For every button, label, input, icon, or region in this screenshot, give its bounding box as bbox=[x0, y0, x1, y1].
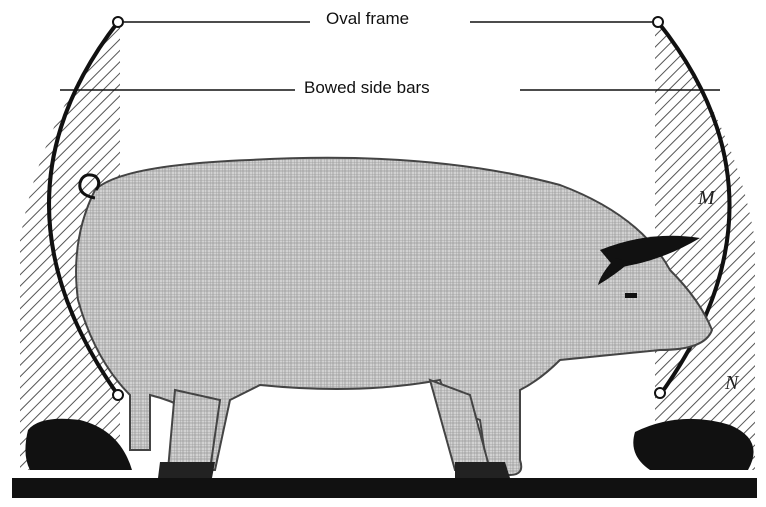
pig-hind-leg bbox=[168, 390, 220, 470]
pivot-bottom-right bbox=[655, 388, 665, 398]
pig-hoof-front bbox=[455, 462, 510, 478]
label-m: M bbox=[698, 187, 715, 210]
label-oval-frame: Oval frame bbox=[322, 9, 413, 29]
pivot-bottom-left bbox=[113, 390, 123, 400]
label-bowed-side-bars: Bowed side bars bbox=[300, 78, 434, 98]
ground-bar bbox=[12, 478, 757, 498]
pig-hoof-hind bbox=[158, 462, 215, 478]
label-n: N bbox=[725, 372, 738, 395]
pig-eye bbox=[625, 293, 637, 298]
pivot-top-left bbox=[113, 17, 123, 27]
pivot-top-right bbox=[653, 17, 663, 27]
